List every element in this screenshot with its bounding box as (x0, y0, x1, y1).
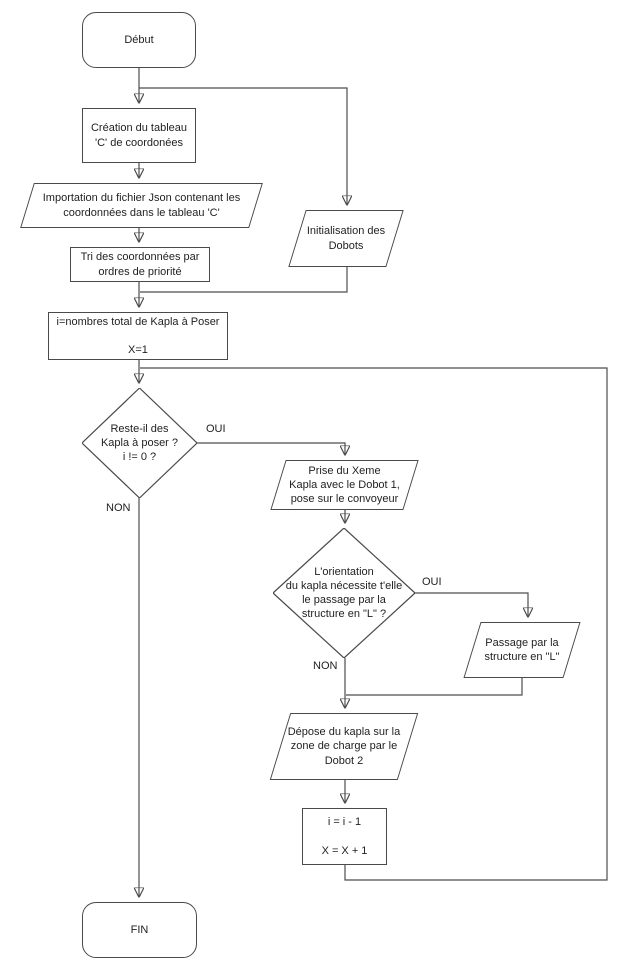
edge-label-decision2-oui: OUI (420, 576, 444, 588)
node-init-dobots-label: Initialisation des Dobots (306, 225, 386, 252)
node-init-vars: i=nombres total de Kapla à Poser X=1 (48, 312, 228, 360)
node-prise-kapla: Prise du Xeme Kapla avec le Dobot 1, pos… (270, 460, 419, 510)
edge-label-decision1-oui: OUI (204, 423, 228, 435)
node-decision1: Reste-il des Kapla à poser ? i != 0 ? (82, 388, 197, 498)
node-create-table: Création du tableau 'C' de coordonées (82, 108, 196, 163)
node-import-json-label: Importation du fichier Json contenant le… (42, 192, 241, 219)
edge-initdobots-merge (140, 267, 348, 293)
edge-label-decision1-non: NON (104, 502, 133, 514)
edge-start-initdobots (139, 87, 347, 204)
diamond-shape (82, 388, 197, 498)
node-init-vars-label: i=nombres total de Kapla à Poser X=1 (56, 315, 220, 357)
node-decrement: i = i - 1 X = X + 1 (302, 808, 387, 865)
diamond-shape (273, 528, 415, 658)
node-init-dobots: Initialisation des Dobots (288, 210, 404, 267)
edge-decision1-oui (197, 442, 345, 454)
node-end-label: FIN (130, 923, 149, 936)
node-start-label: Début (124, 33, 154, 46)
node-create-table-label: Création du tableau 'C' de coordonées (90, 122, 187, 149)
node-start: Début (82, 12, 196, 68)
node-decision2-label: L'orientation du kapla nécessite t'elle … (285, 565, 403, 621)
node-decision1-label: Reste-il des Kapla à poser ? i != 0 ? (100, 422, 179, 464)
node-depose-kapla-label: Dépose du kapla sur la zone de charge pa… (287, 726, 401, 767)
node-prise-kapla-label: Prise du Xeme Kapla avec le Dobot 1, pos… (289, 464, 400, 506)
edge-decision2-oui (415, 592, 528, 616)
edge-passage-merge (346, 678, 523, 696)
node-sort-coords-label: Tri des coordonnées par ordres de priori… (80, 251, 200, 278)
node-end: FIN (82, 902, 197, 958)
node-decision2: L'orientation du kapla nécessite t'elle … (273, 528, 415, 658)
node-passage-l-label: Passage par la structure en "L" (484, 636, 560, 663)
node-sort-coords: Tri des coordonnées par ordres de priori… (70, 247, 210, 282)
edge-label-decision2-non: NON (311, 660, 340, 672)
node-passage-l: Passage par la structure en "L" (463, 622, 581, 678)
node-decrement-label: i = i - 1 X = X + 1 (321, 816, 368, 857)
node-import-json: Importation du fichier Json contenant le… (20, 183, 263, 228)
edge-loop-return (140, 367, 608, 881)
node-depose-kapla: Dépose du kapla sur la zone de charge pa… (269, 713, 419, 780)
